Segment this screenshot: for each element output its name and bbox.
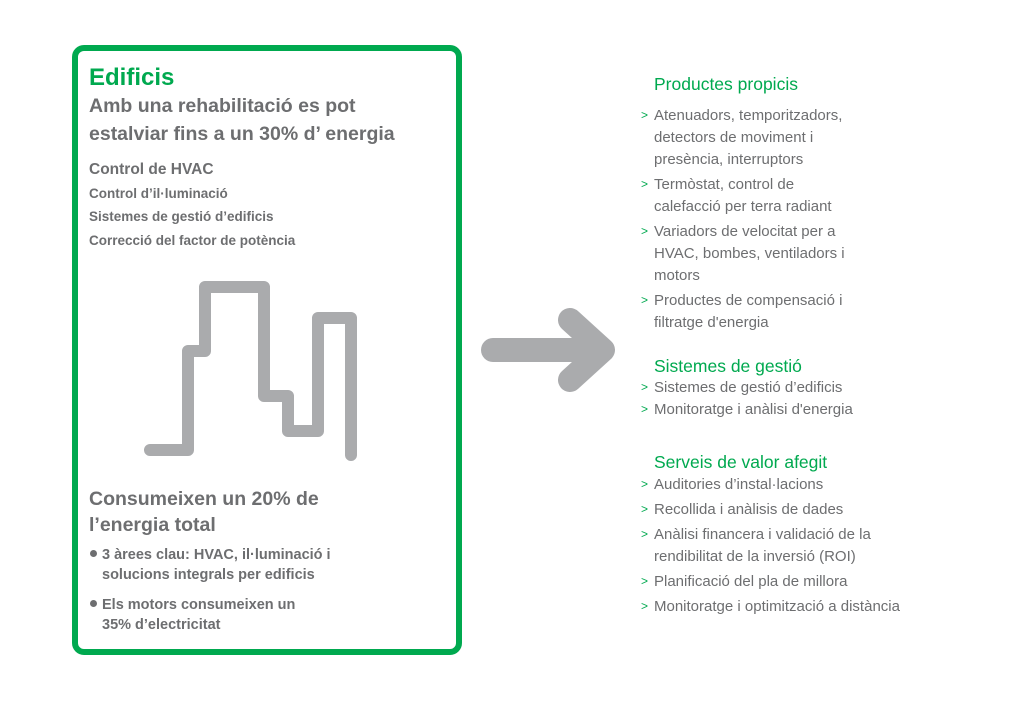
list-item: Termòstat, control de calefacció per terr… <box>641 173 845 218</box>
feature-item: Correcció del factor de potència <box>89 233 296 248</box>
buildings-panel <box>72 45 462 655</box>
panel-subtitle-1: Amb una rehabilitació es pot <box>89 95 356 117</box>
line: Auditories d’instal·lacions <box>654 476 824 493</box>
line: Recollida i anàlisis de dades <box>654 501 844 518</box>
list-item: Planificació del pla de millora <box>641 570 900 593</box>
building-skyline-icon <box>144 281 357 461</box>
bullet-line: Els motors consumeixen un <box>102 597 296 613</box>
bullet-icon <box>90 600 97 607</box>
line: Monitoratge i optimització a distància <box>654 598 900 615</box>
bullet-line: 3 àrees clau: HVAC, il·luminació i <box>102 547 331 563</box>
line: Atenuadors, temporitzadors, <box>654 107 843 124</box>
list-item: Monitoratge i anàlisi d'energia <box>641 398 853 421</box>
line: rendibilitat de la inversió (ROI) <box>654 548 856 565</box>
line: Anàlisi financera i validació de la <box>654 526 871 543</box>
list-item: Productes de compensació i filtratge d'en… <box>641 289 845 334</box>
list-item: Anàlisi financera i validació de la rendi… <box>641 523 900 568</box>
panel-subtitle-2: estalviar fins a un 30% d’ energia <box>89 123 395 145</box>
list-item: Sistemes de gestió d’edificis <box>641 376 853 399</box>
section-title: Productes propicis <box>654 74 798 94</box>
bullet-line: solucions integrals per edificis <box>102 567 315 583</box>
arrow-right-icon <box>481 308 615 392</box>
line: Productes de compensació i <box>654 292 843 309</box>
management-list: Sistemes de gestió d’edificis Monitoratg… <box>641 376 853 424</box>
feature-item: Control de HVAC <box>89 161 214 178</box>
feature-item: Sistemes de gestió d’edificis <box>89 209 274 224</box>
consume-line-1: Consumeixen un 20% de <box>89 488 319 510</box>
feature-item: Control d’il·luminació <box>89 186 228 201</box>
line: Planificació del pla de millora <box>654 573 848 590</box>
list-item: Variadors de velocitat per a HVAC, bombes… <box>641 220 845 287</box>
services-list: Auditories d’instal·lacions Recollida i … <box>641 473 900 621</box>
list-item: Atenuadors, temporitzadors, detectors de … <box>641 104 845 171</box>
bullet-icon <box>90 550 97 557</box>
line: detectors de moviment i <box>654 129 814 146</box>
line: Sistemes de gestió d’edificis <box>654 379 843 396</box>
line: HVAC, bombes, ventiladors i <box>654 245 845 262</box>
panel-title: Edificis <box>89 64 175 91</box>
section-title: Serveis de valor afegit <box>654 452 828 472</box>
bullet-item: Els motors consumeixen un 35% d’electrici… <box>90 595 296 635</box>
line: calefacció per terra radiant <box>654 198 832 215</box>
line: motors <box>654 267 700 284</box>
list-item: Recollida i anàlisis de dades <box>641 498 900 521</box>
consume-line-2: l’energia total <box>89 514 216 536</box>
list-item: Monitoratge i optimització a distància <box>641 595 900 618</box>
line: filtratge d'energia <box>654 314 769 331</box>
line: presència, interruptors <box>654 151 804 168</box>
line: Variadors de velocitat per a <box>654 223 836 240</box>
section-title: Sistemes de gestió <box>654 356 802 376</box>
bullet-item: 3 àrees clau: HVAC, il·luminació i soluci… <box>90 545 331 585</box>
bullet-line: 35% d’electricitat <box>102 617 221 633</box>
products-list: Atenuadors, temporitzadors, detectors de … <box>641 104 845 337</box>
line: Termòstat, control de <box>654 176 795 193</box>
line: Monitoratge i anàlisi d'energia <box>654 401 853 418</box>
list-item: Auditories d’instal·lacions <box>641 473 900 496</box>
